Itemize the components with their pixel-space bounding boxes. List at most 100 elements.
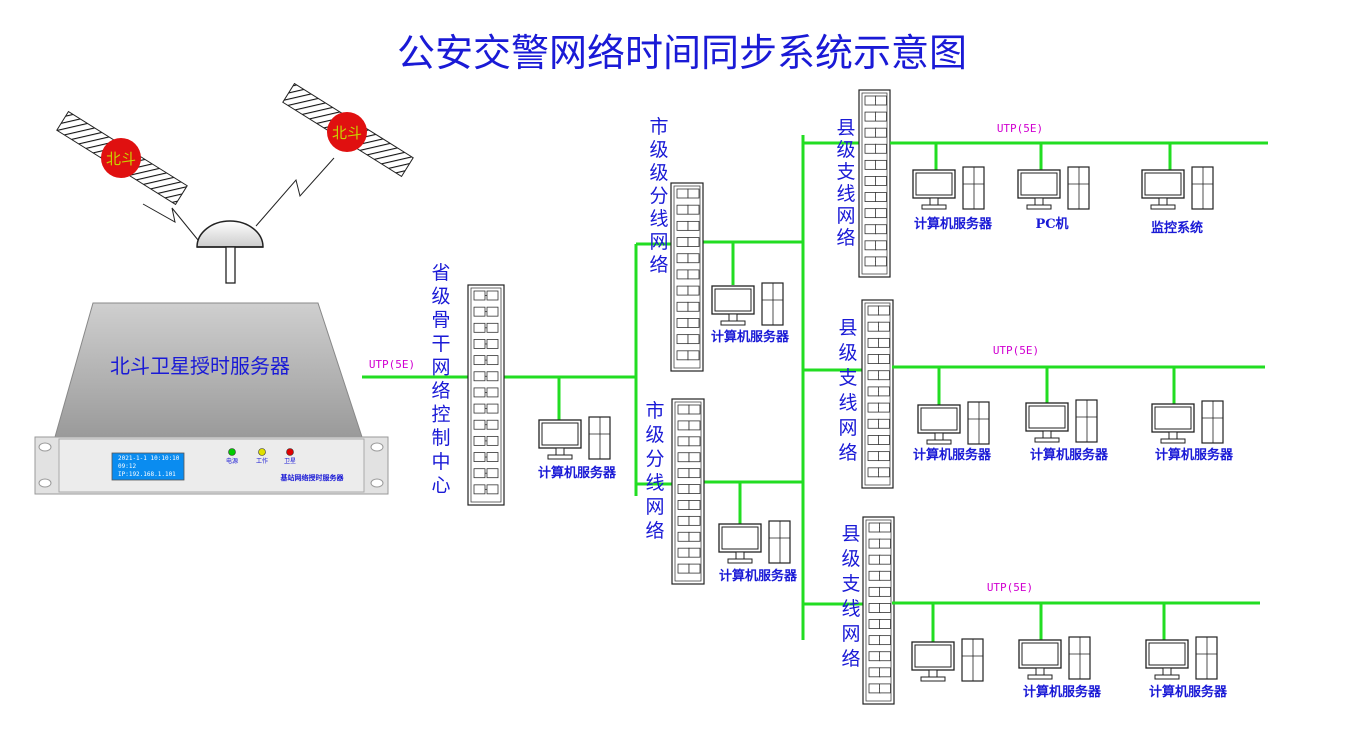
computer-icon	[1141, 166, 1214, 210]
switch-port	[486, 468, 499, 479]
switch-port	[864, 143, 877, 154]
satellite-2-label: 北斗	[332, 124, 362, 142]
switch-port	[677, 547, 690, 558]
signal-line-2	[255, 157, 335, 227]
signal-line-1	[142, 203, 199, 241]
switch-port	[875, 127, 887, 138]
switch-port	[677, 484, 690, 494]
label-char: 分	[645, 448, 664, 470]
computer-icon	[1017, 166, 1090, 210]
label-char: 级	[838, 342, 857, 364]
provincial-utp-label: UTP(5E)	[369, 358, 415, 371]
switch-port	[486, 484, 499, 495]
switch-port	[864, 256, 877, 267]
switch-port	[676, 220, 689, 231]
switch-port	[688, 484, 701, 494]
switch-port	[473, 355, 486, 366]
switch-port	[688, 531, 701, 542]
switch-port	[879, 554, 891, 565]
switch-port	[879, 522, 891, 533]
label-char: 骨	[431, 309, 450, 331]
switch-port	[473, 322, 486, 333]
switch-port	[868, 651, 881, 662]
network-links	[362, 135, 863, 640]
switch-port	[879, 667, 891, 678]
switch-port	[473, 419, 486, 430]
switch-port	[676, 188, 689, 199]
switch-port	[687, 253, 700, 264]
city-computer-server	[711, 282, 784, 326]
switch-port	[867, 402, 880, 413]
switch-port	[473, 387, 486, 398]
server-plate-text: 基站网络授时服务器	[280, 473, 345, 482]
switch-port	[879, 586, 891, 597]
switch-port	[867, 418, 880, 429]
county-computers	[911, 603, 1218, 682]
work-indicator-icon	[258, 448, 266, 456]
switch-port	[687, 334, 700, 345]
switch-port	[676, 269, 689, 280]
switch-port	[687, 269, 700, 280]
switch-port	[486, 290, 499, 301]
switch-port	[864, 159, 877, 170]
switch-port	[875, 240, 887, 251]
switch-port	[864, 208, 877, 219]
switch-port	[688, 436, 701, 447]
switch-port	[868, 619, 881, 629]
switch-port	[486, 419, 499, 430]
computer-icon	[1151, 400, 1224, 444]
switch-port	[687, 318, 700, 328]
switch-port	[688, 563, 701, 574]
switch-port	[687, 350, 700, 361]
switch-port	[868, 635, 881, 646]
provincial-switch	[467, 284, 505, 506]
label-char: 市	[645, 400, 664, 422]
switch-port	[879, 651, 891, 662]
switch-port	[875, 95, 887, 106]
switch-port	[687, 301, 700, 312]
label-char: 级	[836, 139, 855, 161]
switch-port	[868, 522, 881, 533]
switch-port	[878, 321, 890, 332]
label-char: 级	[431, 286, 450, 308]
computer-icon	[911, 638, 984, 682]
diagram-title: 公安交警网络时间同步系统示意图	[397, 31, 967, 75]
label-char: 络	[836, 227, 855, 249]
switch-port	[867, 305, 880, 316]
switch-port	[473, 403, 486, 414]
label-char: 县	[841, 523, 860, 545]
county-switch	[858, 89, 891, 278]
city-pc-label: 计算机服务器	[711, 329, 790, 345]
label-char: 线	[649, 208, 668, 230]
county-utp-label: UTP(5E)	[997, 122, 1043, 135]
county-pc-label: PC机	[1035, 216, 1068, 232]
switch-port	[473, 290, 486, 301]
switch-port	[677, 563, 690, 574]
switch-port	[878, 435, 890, 445]
label-char: 级	[649, 162, 668, 184]
county-pc-label: 监控系统	[1151, 220, 1203, 236]
switch-port	[879, 538, 891, 549]
county-pc-label: 计算机服务器	[914, 216, 993, 232]
county-computers	[912, 143, 1214, 210]
switch-port	[867, 467, 880, 478]
server-name: 北斗卫星授时服务器	[110, 354, 290, 378]
switch-port	[864, 240, 877, 251]
switch-port	[486, 355, 499, 366]
city-computer-server	[718, 520, 791, 564]
power-indicator-label: 电源	[226, 457, 238, 465]
switch-port	[868, 603, 881, 613]
switch-port	[486, 339, 499, 349]
switch-port	[875, 256, 887, 267]
switch-port	[676, 301, 689, 312]
label-char: 络	[649, 254, 668, 276]
antenna-icon	[196, 220, 264, 284]
switch-port	[677, 436, 690, 447]
label-char: 络	[838, 442, 857, 464]
switch-port	[486, 322, 499, 333]
label-char: 级	[645, 424, 664, 446]
switch-port	[864, 176, 877, 186]
switch-port	[676, 253, 689, 264]
